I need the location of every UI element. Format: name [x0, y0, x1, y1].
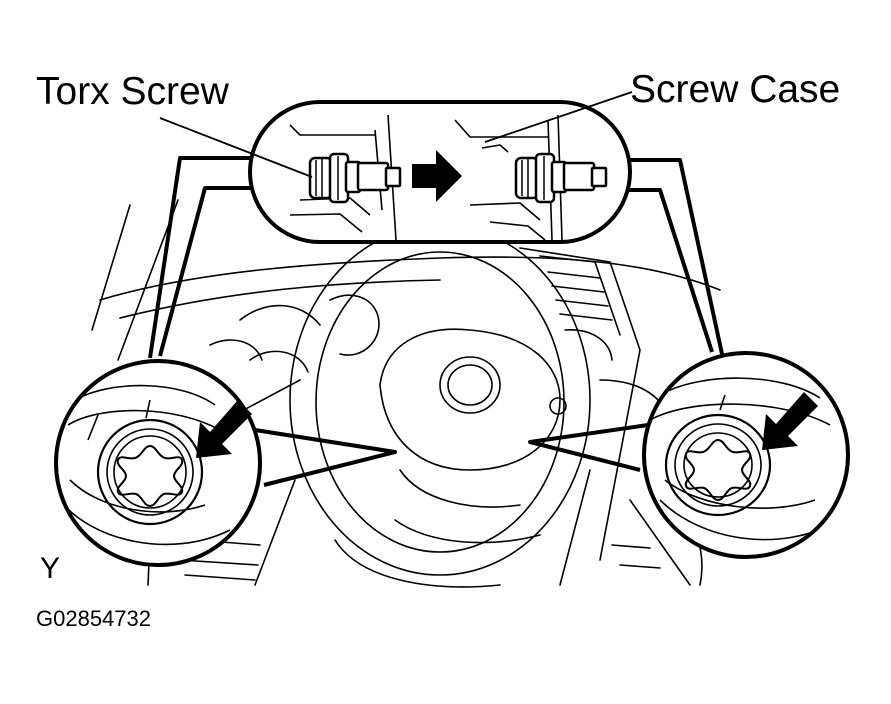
- dashboard-drawing: [91, 199, 721, 588]
- arrow-down-left-icon: [762, 392, 818, 450]
- torx-screw-label: Torx Screw: [36, 70, 229, 113]
- screw-case-label: Screw Case: [630, 68, 841, 111]
- arrow-right-icon: [412, 150, 462, 202]
- torx-socket-right: [664, 413, 772, 517]
- torx-socket-left: [96, 418, 204, 526]
- label-leaders: [159, 91, 633, 178]
- left-detail-circle: [54, 359, 262, 567]
- arrow-down-left-icon: [196, 400, 252, 458]
- right-detail-circle: [642, 351, 850, 559]
- screw-in-case: [514, 152, 608, 204]
- upper-callout: [248, 100, 632, 244]
- view-letter: Y: [40, 552, 61, 585]
- figure-code: G02854732: [36, 606, 151, 631]
- callout-outlines: [148, 156, 724, 487]
- torx-screw-head: [308, 152, 402, 204]
